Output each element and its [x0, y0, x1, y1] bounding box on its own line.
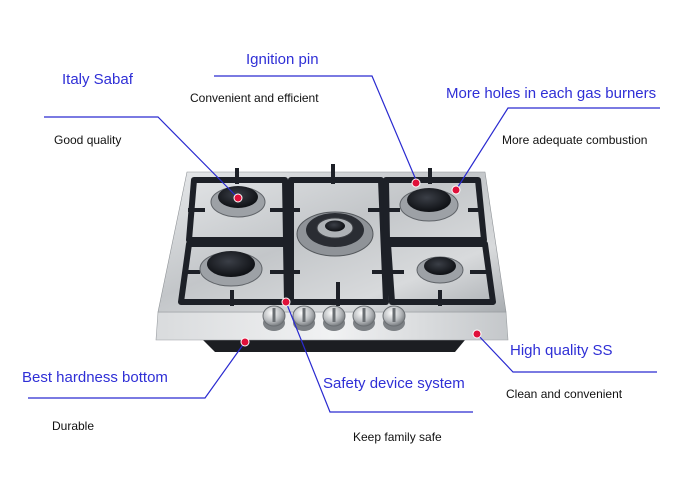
italy-sabaf-title: Italy Sabaf: [62, 71, 133, 88]
control-knobs: [262, 305, 406, 331]
italy-sabaf-desc: Good quality: [54, 133, 122, 147]
marker-dot: [472, 329, 482, 339]
more-holes-desc: More adequate combustion: [502, 133, 648, 147]
marker-dot: [281, 297, 291, 307]
burner: [416, 256, 464, 284]
wok-burner: [296, 211, 374, 257]
leader-best-hardness: [28, 341, 246, 399]
bottom-casing: [203, 340, 465, 352]
leader-ignition-pin: [214, 75, 417, 181]
leader-more-holes: [455, 107, 660, 191]
high-quality-ss-desc: Clean and convenient: [506, 387, 623, 401]
leader-italy-sabaf: [44, 116, 239, 199]
ignition-pin-desc: Convenient and efficient: [190, 91, 319, 105]
marker-dot: [233, 193, 243, 203]
leader-lines: [28, 75, 660, 413]
marker-dots: [233, 178, 482, 347]
knob[interactable]: [262, 305, 286, 331]
marker-dot: [411, 178, 421, 188]
marker-dot: [451, 185, 461, 195]
burner: [199, 251, 263, 287]
more-holes-title: More holes in each gas burners: [446, 85, 657, 102]
marker-dot: [240, 337, 250, 347]
best-hardness-desc: Durable: [52, 419, 95, 433]
leader-safety-device: [285, 301, 473, 413]
knob[interactable]: [352, 305, 376, 331]
ignition-pin-title: Ignition pin: [246, 51, 319, 68]
best-hardness-title: Best hardness bottom: [22, 369, 168, 386]
knob[interactable]: [382, 305, 406, 331]
safety-device-desc: Keep family safe: [353, 430, 442, 444]
knob[interactable]: [322, 305, 346, 331]
safety-device-title: Safety device system: [323, 375, 465, 392]
knob[interactable]: [292, 305, 316, 331]
leader-high-quality: [476, 333, 657, 373]
burner: [399, 188, 459, 222]
high-quality-ss-title: High quality SS: [510, 342, 613, 359]
